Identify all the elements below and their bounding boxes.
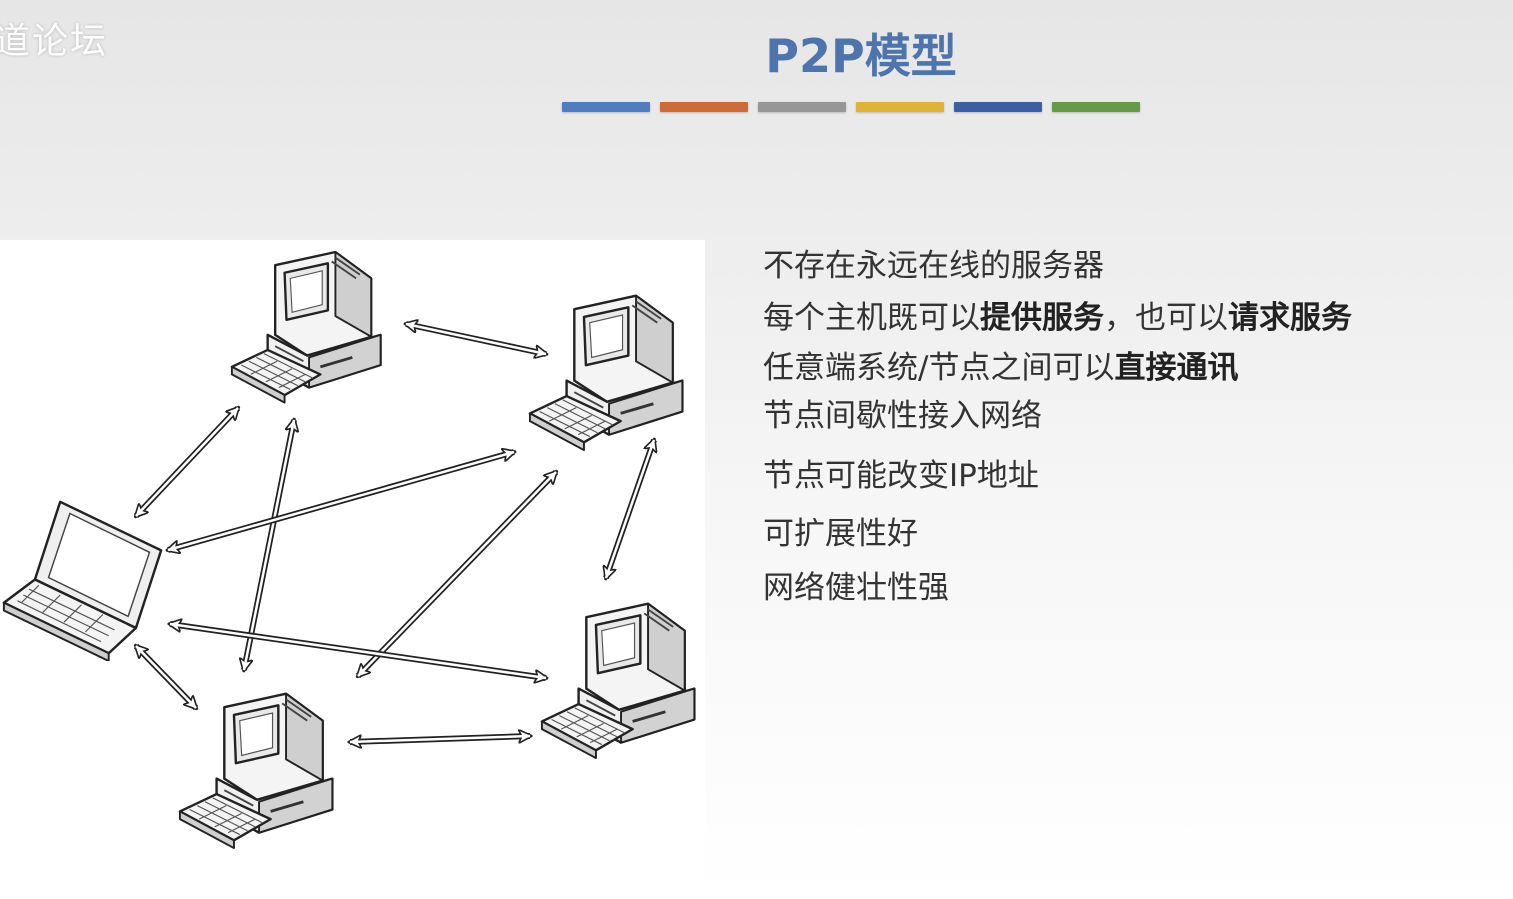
- link-arrow-core: [242, 419, 296, 671]
- feature-item: 网络健壮性强: [763, 566, 1352, 610]
- desktop-computer-icon: [540, 602, 696, 760]
- link-arrow-core: [357, 471, 557, 677]
- link-arrow-core: [405, 322, 547, 356]
- desktop-computer-icon: [230, 250, 383, 405]
- feature-item: 可扩展性好: [763, 512, 1352, 556]
- link-arrow-core: [167, 450, 515, 552]
- desktop-computer-icon: [178, 692, 334, 850]
- link-arrow-core: [169, 622, 547, 680]
- feature-item-text: 可扩展性好: [763, 516, 918, 552]
- link-arrow-core: [135, 407, 239, 517]
- title-color-bar: [562, 102, 1140, 112]
- feature-item-text: 不存在永远在线的服务器: [763, 248, 1104, 284]
- feature-item: 每个主机既可以提供服务，也可以请求服务: [763, 296, 1352, 340]
- feature-item-text: 每个主机既可以: [763, 300, 980, 336]
- desktop-computer-icon: [528, 294, 684, 452]
- feature-item-text: 节点可能改变IP地址: [763, 458, 1039, 494]
- connection-arrows: [136, 324, 654, 742]
- feature-item-text: ，也可以: [1104, 300, 1228, 336]
- feature-item-text: 网络健壮性强: [763, 570, 949, 606]
- feature-item-text: 节点间歇性接入网络: [763, 398, 1042, 434]
- title-bar-segment: [1052, 102, 1140, 112]
- feature-item-text: 任意端系统/节点之间可以: [763, 350, 1115, 386]
- feature-item-emphasis: 请求服务: [1228, 300, 1352, 336]
- feature-item-emphasis: 直接通讯: [1114, 350, 1239, 386]
- p2p-network-diagram: [0, 240, 705, 899]
- title-bar-segment: [954, 102, 1042, 112]
- slide-title: P2P模型: [765, 29, 957, 83]
- feature-item-emphasis: 提供服务: [980, 300, 1104, 336]
- title-bar-segment: [562, 102, 650, 112]
- title-bar-segment: [856, 102, 944, 112]
- feature-item: 任意端系统/节点之间可以直接通讯: [763, 346, 1352, 390]
- feature-item: 节点可能改变IP地址: [763, 454, 1352, 498]
- feature-item: 节点间歇性接入网络: [763, 394, 1352, 438]
- watermark-text: 道论坛: [0, 21, 109, 62]
- feature-list: 不存在永远在线的服务器每个主机既可以提供服务，也可以请求服务任意端系统/节点之间…: [763, 244, 1352, 610]
- link-arrow-core: [349, 734, 531, 744]
- link-arrow-core: [604, 439, 656, 579]
- title-bar-segment: [758, 102, 846, 112]
- title-bar-segment: [660, 102, 748, 112]
- feature-item: 不存在永远在线的服务器: [763, 244, 1352, 288]
- link-arrow-core: [135, 645, 197, 709]
- laptop-icon: [2, 500, 163, 661]
